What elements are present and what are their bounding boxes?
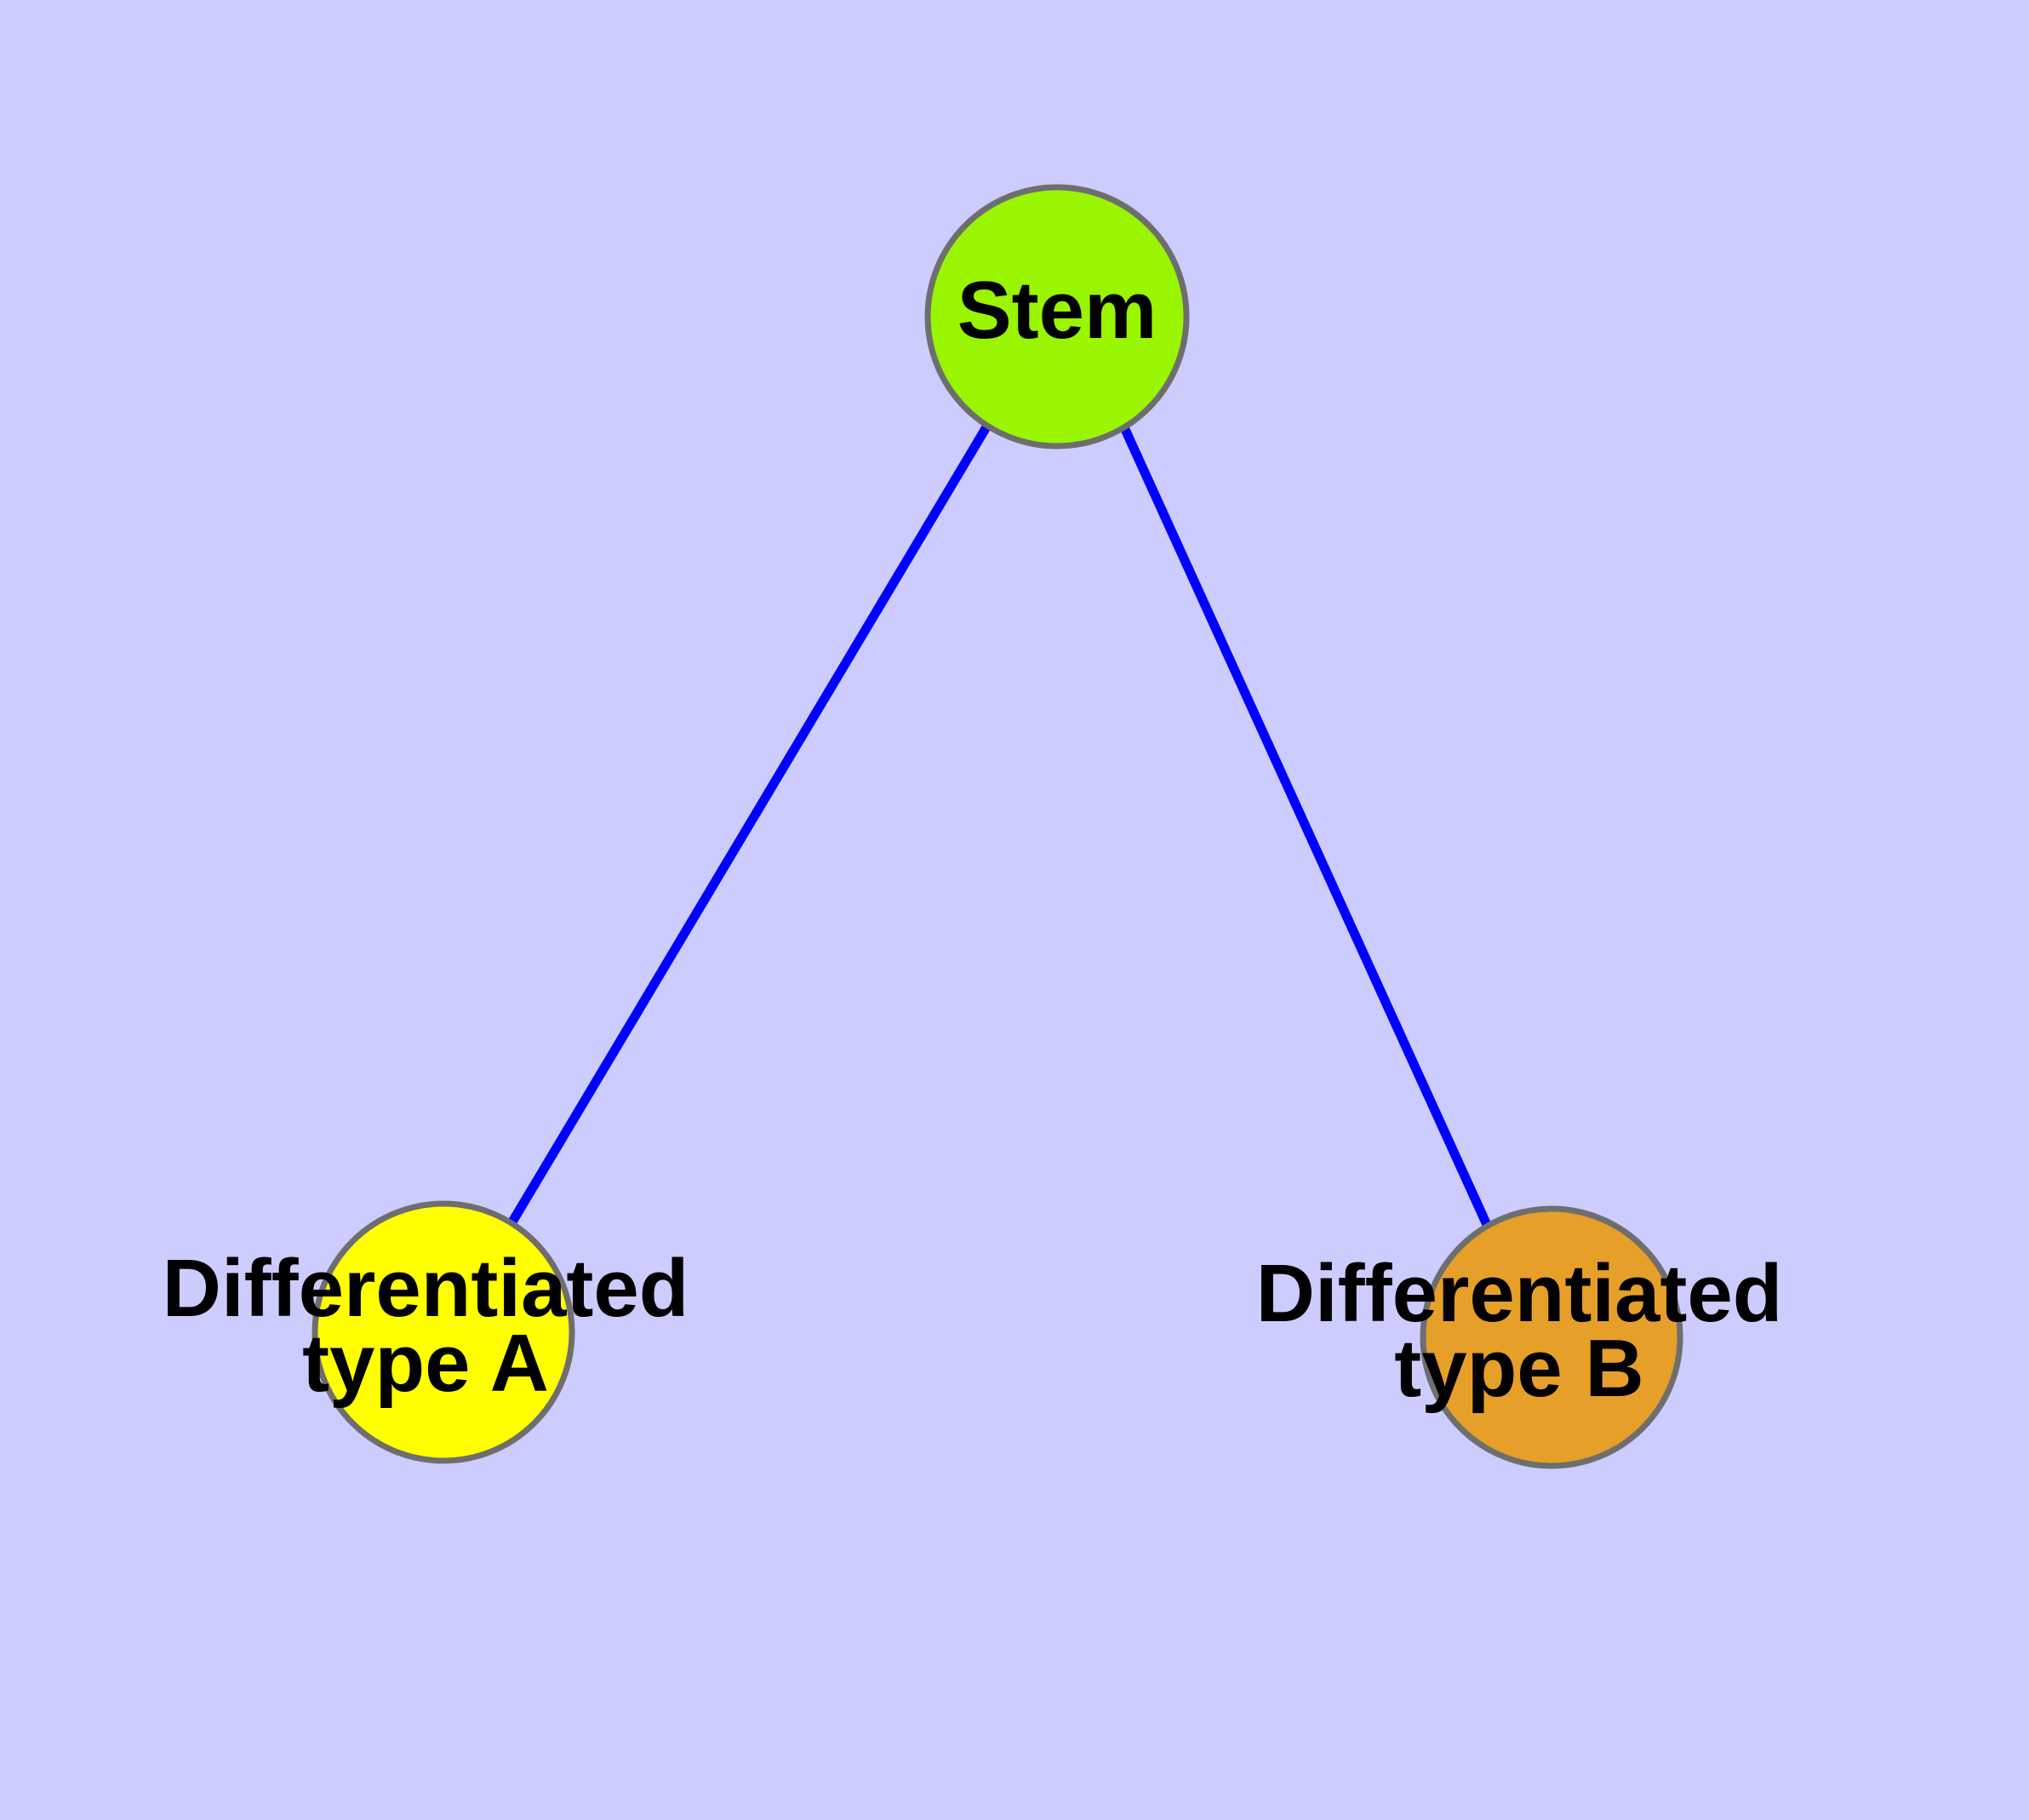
- node-label-line: Differentiated: [163, 1243, 689, 1334]
- edge-layer: [507, 423, 1493, 1229]
- node-differentiated-type-a[interactable]: [311, 1200, 575, 1464]
- node-stem[interactable]: [924, 184, 1190, 449]
- node-layer: [311, 184, 1683, 1469]
- node-label-line: type B: [1394, 1324, 1643, 1415]
- node-differentiated-type-b-circle[interactable]: [1420, 1205, 1683, 1469]
- edge-stem-to-differentiated-type-b: [1118, 423, 1493, 1229]
- edge-stem-to-differentiated-type-a: [507, 423, 992, 1226]
- node-label-line: Stem: [957, 265, 1157, 356]
- node-differentiated-type-b[interactable]: [1420, 1205, 1683, 1469]
- node-stem-label: Stem: [957, 265, 1157, 356]
- node-stem-circle[interactable]: [924, 184, 1190, 449]
- node-label-line: Differentiated: [1256, 1248, 1783, 1339]
- node-label-line: type A: [302, 1319, 549, 1410]
- node-differentiated-type-a-circle[interactable]: [311, 1200, 575, 1464]
